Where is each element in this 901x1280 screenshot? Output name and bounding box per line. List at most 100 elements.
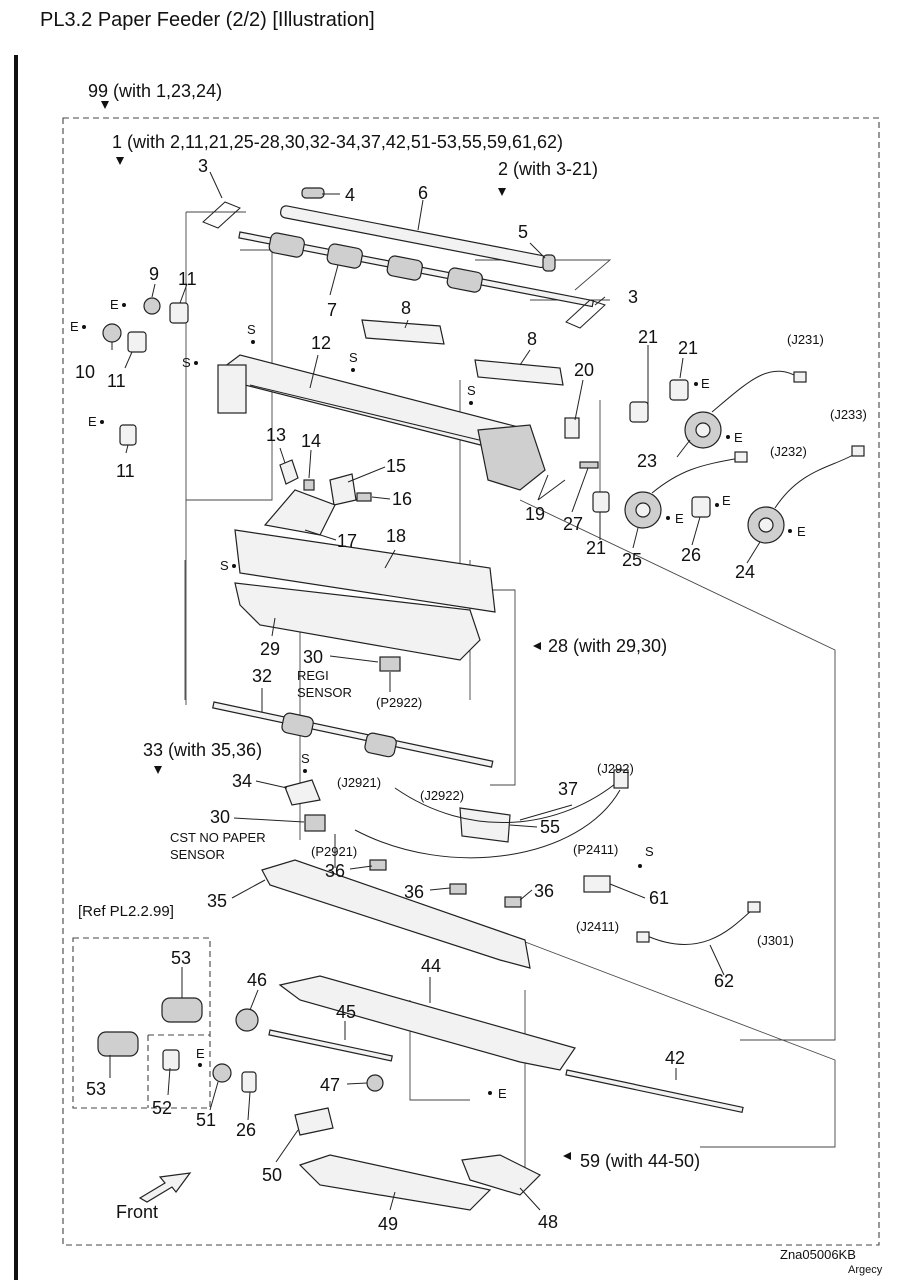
harness-23 [711, 370, 801, 413]
lever-13 [279, 459, 299, 485]
bushing-11b [127, 331, 147, 353]
svg-text:32: 32 [252, 666, 272, 686]
sensor-30a [379, 656, 401, 672]
bracket-20 [564, 417, 580, 439]
marker-28-icon [533, 642, 541, 650]
svg-text:17: 17 [337, 531, 357, 551]
svg-text:29: 29 [260, 639, 280, 659]
svg-text:11: 11 [178, 269, 197, 289]
svg-text:51: 51 [196, 1110, 216, 1130]
svg-text:9: 9 [149, 264, 159, 284]
connector-label: (J233) [830, 407, 867, 422]
plate-18 [234, 529, 496, 613]
svg-text:E: E [701, 376, 710, 391]
connector-label: (J231) [787, 332, 824, 347]
lever-50 [294, 1107, 334, 1136]
svg-text:37: 37 [558, 779, 578, 799]
svg-text:48: 48 [538, 1212, 558, 1232]
svg-text:47: 47 [320, 1075, 340, 1095]
ref-label: [Ref PL2.2.99] [78, 903, 174, 920]
brand-watermark: Argecy [848, 1264, 883, 1276]
feed-shaft-7 [238, 231, 595, 308]
svg-text:24: 24 [735, 562, 755, 582]
svg-text:46: 46 [247, 970, 267, 990]
cst-sensor-label-2: SENSOR [170, 847, 225, 862]
svg-text:E: E [70, 319, 79, 334]
plate-8a [361, 319, 445, 345]
svg-text:20: 20 [574, 360, 594, 380]
svg-text:21: 21 [586, 538, 606, 558]
spring-4 [301, 187, 325, 199]
svg-text:S: S [467, 383, 476, 398]
bushing-21b [629, 401, 649, 423]
shaft-42 [565, 1069, 744, 1114]
harness-62 [644, 909, 753, 945]
svg-text:62: 62 [714, 971, 734, 991]
connector-label: (P2411) [573, 842, 618, 857]
svg-text:13: 13 [266, 425, 286, 445]
connector-j292 [613, 769, 629, 789]
gear-51 [212, 1063, 232, 1083]
connector-label: (P2922) [376, 695, 422, 710]
svg-text:7: 7 [327, 300, 337, 320]
svg-text:8: 8 [527, 329, 537, 349]
svg-text:6: 6 [418, 183, 428, 203]
svg-text:36: 36 [325, 861, 345, 881]
regi-sensor-label-2: SENSOR [297, 685, 352, 700]
svg-text:12: 12 [311, 333, 331, 353]
svg-text:3: 3 [628, 287, 638, 307]
svg-text:25: 25 [622, 550, 642, 570]
svg-text:26: 26 [236, 1120, 256, 1140]
bushing-52 [162, 1049, 180, 1071]
front-label: Front [116, 1202, 158, 1222]
group-33-label: 33 (with 35,36) [143, 740, 262, 760]
svg-text:S: S [349, 350, 358, 365]
guide-17 [263, 489, 336, 536]
spring-16 [356, 492, 372, 502]
svg-text:45: 45 [336, 1002, 356, 1022]
svg-text:3: 3 [198, 156, 208, 176]
plate-8b [474, 359, 564, 386]
bushing-26a [691, 496, 711, 518]
svg-text:E: E [196, 1046, 205, 1061]
bracket-3b [565, 299, 606, 329]
chute-29 [234, 582, 481, 661]
front-arrow-icon [138, 1172, 192, 1203]
svg-text:E: E [88, 414, 97, 429]
harness-24 [774, 453, 856, 509]
svg-text:E: E [675, 511, 684, 526]
svg-text:21: 21 [678, 338, 698, 358]
svg-text:E: E [498, 1086, 507, 1101]
bushing-11c [119, 424, 137, 446]
svg-text:53: 53 [171, 948, 191, 968]
group-1-label: 1 (with 2,11,21,25-28,30,32-34,37,42,51-… [112, 132, 563, 152]
marker-99-icon [101, 101, 109, 109]
svg-text:E: E [797, 524, 806, 539]
leader-lines [109, 171, 761, 1211]
svg-text:S: S [301, 751, 310, 766]
bracket-34 [284, 779, 321, 806]
bracket-61 [583, 875, 611, 893]
svg-text:E: E [734, 430, 743, 445]
svg-text:S: S [182, 355, 191, 370]
roller-53a [161, 997, 203, 1023]
group-59-label: 59 (with 44-50) [580, 1151, 700, 1171]
svg-text:21: 21 [638, 327, 658, 347]
shaft-32 [212, 701, 494, 768]
cover-55 [459, 807, 511, 843]
svg-text:S: S [220, 558, 229, 573]
svg-text:61: 61 [649, 888, 669, 908]
svg-text:49: 49 [378, 1214, 398, 1234]
svg-text:36: 36 [534, 881, 554, 901]
svg-text:30: 30 [210, 807, 230, 827]
bracket-3a [202, 201, 241, 229]
svg-text:44: 44 [421, 956, 441, 976]
svg-text:4: 4 [345, 185, 355, 205]
part-number-labels: 3 4 6 5 3 7 9 11 10 11 11 12 8 8 21 21 2… [75, 156, 755, 1234]
svg-text:35: 35 [207, 891, 227, 911]
connector-label: (J2921) [337, 775, 381, 790]
svg-text:E: E [722, 493, 731, 508]
group-99-label: 99 (with 1,23,24) [88, 81, 222, 101]
bushing-11a [169, 302, 189, 324]
